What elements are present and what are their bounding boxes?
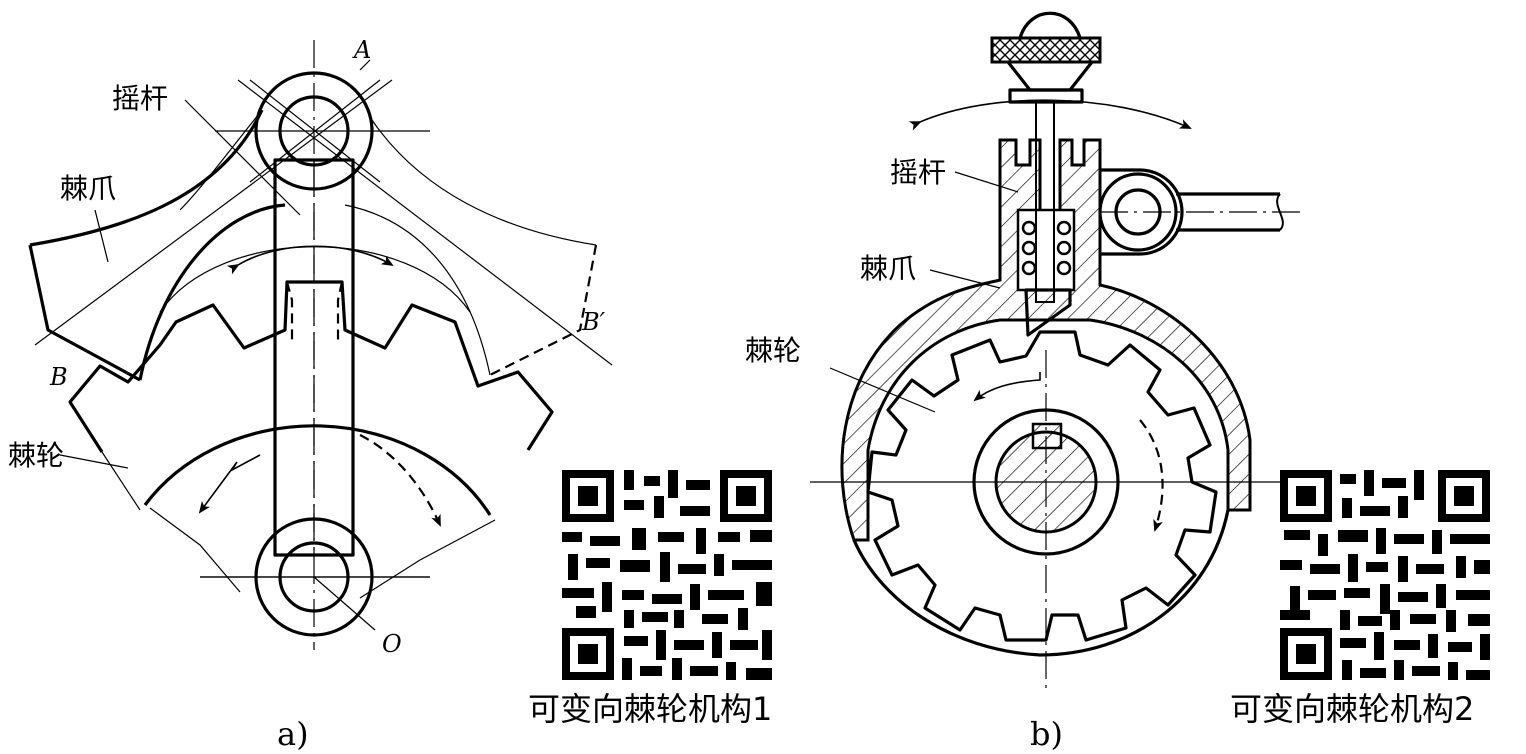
label-point-A: A bbox=[352, 36, 371, 64]
rotation-arrow-left bbox=[198, 454, 261, 514]
ratchet-wheel-b bbox=[866, 330, 1218, 642]
label-point-O: O bbox=[382, 630, 402, 658]
hidden-tooth-edge bbox=[285, 281, 294, 340]
line-A-to-B bbox=[34, 79, 393, 346]
label-ratchet-a: 棘轮 bbox=[8, 439, 64, 472]
qr-caption-2: 可变向棘轮机构2 bbox=[1230, 690, 1474, 728]
pawl-alt-inner bbox=[344, 204, 491, 376]
rocker-top-boss bbox=[254, 71, 374, 191]
rocker-top-hole bbox=[278, 95, 350, 167]
pawl-alt-position bbox=[489, 244, 598, 376]
key-b bbox=[1031, 422, 1063, 450]
rotation-arrow-b-right bbox=[1139, 419, 1164, 532]
diagram-b: 摇杆 棘爪 棘轮 b) bbox=[745, 11, 1300, 753]
caption-b: b) bbox=[1030, 715, 1063, 753]
label-pawl-b: 棘爪 bbox=[860, 252, 916, 285]
swing-arc bbox=[159, 246, 471, 313]
ratchet-hub-arc bbox=[143, 424, 492, 516]
hidden-tooth-edge bbox=[336, 281, 344, 340]
qr-caption-1: 可变向棘轮机构1 bbox=[528, 690, 772, 728]
label-point-B-prime: B′ bbox=[581, 308, 606, 336]
break-line-right bbox=[359, 519, 496, 599]
qr-code-icon[interactable] bbox=[1280, 470, 1490, 680]
rotation-arrow-b-left bbox=[973, 372, 1041, 402]
pawl-outline-right bbox=[371, 119, 597, 246]
knurled-knob bbox=[990, 36, 1102, 64]
pawl-tip-b bbox=[1024, 288, 1072, 337]
label-ratchet-b: 棘轮 bbox=[745, 334, 801, 367]
label-rocker-b: 摇杆 bbox=[890, 156, 946, 189]
rotation-arrow-right bbox=[359, 434, 442, 527]
pawl-a bbox=[28, 109, 286, 382]
pawl-edge bbox=[179, 109, 263, 211]
wheel-outline-b bbox=[852, 509, 1230, 657]
rocker-housing-b bbox=[840, 138, 1252, 542]
pivot-shaft-b bbox=[1176, 192, 1280, 232]
qr-code-icon[interactable] bbox=[562, 470, 772, 680]
break-line-outer-left bbox=[101, 451, 141, 511]
swing-arrow bbox=[226, 245, 394, 275]
break-line-left bbox=[149, 507, 241, 593]
caption-a: a) bbox=[277, 715, 309, 753]
swing-arrow-b bbox=[908, 99, 1192, 131]
label-rocker-a: 摇杆 bbox=[112, 82, 168, 115]
label-point-B: B bbox=[49, 363, 68, 391]
line-A-to-B-prime bbox=[237, 79, 613, 366]
diagram-a: 摇杆 棘爪 棘轮 A B B′ O a) bbox=[8, 36, 613, 753]
knob-dome bbox=[1018, 11, 1082, 39]
label-pawl-a: 棘爪 bbox=[60, 172, 116, 205]
spring-coils bbox=[1021, 220, 1072, 276]
